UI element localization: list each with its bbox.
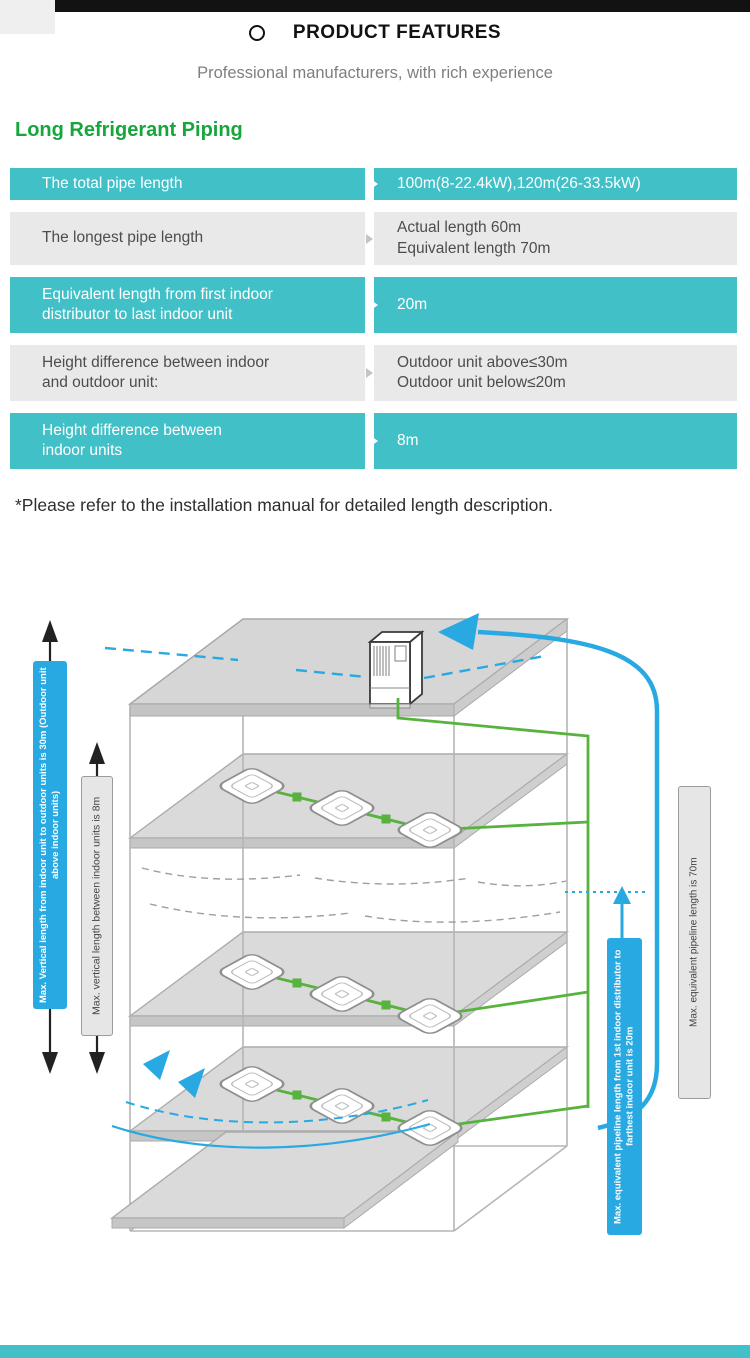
blue-arrows	[143, 613, 631, 1098]
spec-value: 100m(8-22.4kW),120m(26-33.5kW)	[374, 168, 737, 200]
spec-table: The total pipe length 100m(8-22.4kW),120…	[10, 168, 737, 469]
break-lines	[141, 867, 567, 923]
page-subtitle: Professional manufacturers, with rich ex…	[197, 64, 553, 82]
spec-label: Equivalent length from first indoor dist…	[10, 277, 365, 333]
page-title: PRODUCT FEATURES	[292, 22, 502, 43]
label-vertical-between-indoor: Max. vertical length between indoor unit…	[81, 776, 113, 1036]
spec-label: Height difference between indoor units	[10, 413, 365, 469]
label-equivalent-total: Max. equivalent pipeline length is 70m	[678, 786, 711, 1099]
label-equivalent-distributor: Max. equivalent pipeline length from 1st…	[607, 938, 642, 1235]
outdoor-unit	[367, 630, 425, 709]
ring-bullet-icon	[248, 25, 265, 41]
table-row: Height difference between indoor and out…	[10, 345, 737, 401]
footnote: *Please refer to the installation manual…	[15, 495, 553, 515]
table-row: Height difference between indoor units 8…	[10, 413, 737, 469]
page-header: PRODUCT FEATURES	[0, 0, 750, 44]
bottom-slab	[109, 1130, 461, 1230]
spec-value-text: Actual length 60m	[397, 219, 522, 237]
section-title: Long Refrigerant Piping	[15, 119, 243, 141]
spec-label: The longest pipe length	[10, 212, 365, 265]
spec-value-text: Equivalent length 70m	[397, 239, 551, 257]
spec-value-text: 100m(8-22.4kW),120m(26-33.5kW)	[397, 174, 641, 192]
row-arrow-icon	[365, 277, 378, 333]
spec-label-text: Height difference between indoor	[42, 353, 270, 371]
spec-label-text: The total pipe length	[42, 174, 183, 192]
spec-value: 20m	[374, 277, 737, 333]
table-row: The total pipe length 100m(8-22.4kW),120…	[10, 168, 737, 200]
spec-value: Actual length 60m Equivalent length 70m	[374, 212, 737, 265]
spec-value-text: 20m	[397, 295, 428, 313]
row-arrow-icon	[365, 168, 378, 200]
spec-label-text: distributor to last indoor unit	[42, 306, 233, 323]
row-arrow-icon	[365, 212, 374, 265]
spec-label-text: The longest pipe length	[42, 229, 204, 247]
building-illustration	[42, 613, 660, 1232]
label-vertical-indoor-outdoor: Max. Vertical length from indoor unit to…	[33, 661, 67, 1009]
table-row: Equivalent length from first indoor dist…	[10, 277, 737, 333]
table-row: The longest pipe length Actual length 60…	[10, 212, 737, 265]
spec-label-text: Height difference between	[42, 421, 222, 439]
spec-label-text: and outdoor unit:	[42, 374, 159, 391]
spec-value-text: Outdoor unit above≤30m	[397, 353, 568, 371]
spec-label: The total pipe length	[10, 168, 365, 200]
spec-value-text: 8m	[397, 431, 419, 449]
spec-value: 8m	[374, 413, 737, 469]
spec-label-text: Equivalent length from first indoor	[42, 285, 273, 303]
piping-diagram: Max. Vertical length from indoor unit to…	[0, 586, 750, 1331]
spec-value-text: Outdoor unit below≤20m	[397, 374, 566, 391]
row-arrow-icon	[365, 413, 378, 469]
bottom-divider-bar	[0, 1345, 750, 1358]
spec-value: Outdoor unit above≤30m Outdoor unit belo…	[374, 345, 737, 401]
row-arrow-icon	[365, 345, 374, 401]
corner-decoration	[0, 0, 55, 34]
top-divider-bar	[0, 0, 750, 12]
pipe-distributors	[292, 792, 391, 1122]
spec-label: Height difference between indoor and out…	[10, 345, 365, 401]
spec-label-text: indoor units	[42, 442, 123, 459]
